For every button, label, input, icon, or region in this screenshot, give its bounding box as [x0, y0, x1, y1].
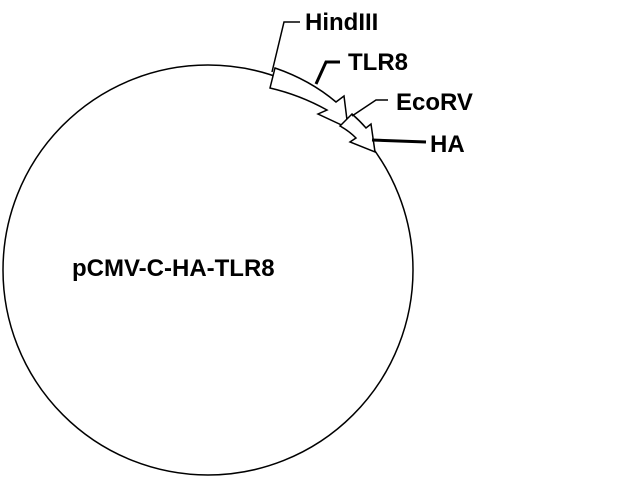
hindiii-label: HindIII	[305, 9, 378, 36]
plasmid-name-label: pCMV-C-HA-TLR8	[72, 255, 275, 282]
ha-label: HA	[430, 131, 465, 158]
ecorv-label: EcoRV	[396, 89, 473, 116]
tlr8-insert-arrow	[269, 67, 349, 130]
ha-tag-arrow	[338, 112, 376, 154]
hindiii-leader-line	[271, 21, 300, 73]
ecorv-leader-line	[351, 99, 388, 117]
tlr8-label: TLR8	[348, 49, 408, 76]
ha-leader-line	[371, 138, 427, 144]
tlr8-leader-line	[314, 60, 340, 85]
plasmid-backbone	[2, 64, 414, 476]
